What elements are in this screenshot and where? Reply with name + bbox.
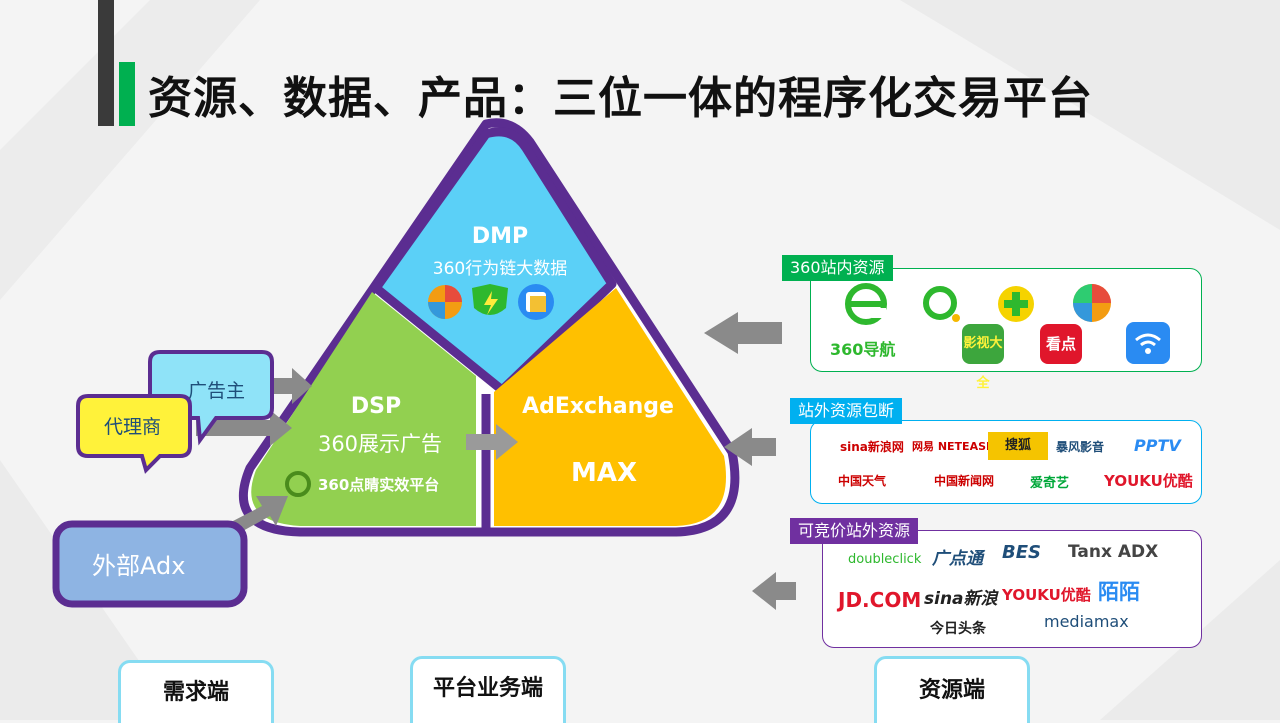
dmp-subtitle: 360行为链大数据 [432, 259, 568, 279]
logo-toutiao: 今日头条 [930, 621, 986, 637]
search-o-icon [918, 282, 964, 326]
advertiser-label: 广告主 [188, 380, 246, 402]
logo-baofeng: 暴风影音 [1056, 440, 1105, 454]
res-bid-tag: 可竞价站外资源 [790, 518, 919, 544]
browser-360-icon [1068, 280, 1116, 326]
res-in-item-daohang: 360导航 [830, 340, 896, 359]
logo-youku: YOUKU优酷 [1104, 472, 1193, 490]
page-title: 资源、数据、产品：三位一体的程序化交易平台 [148, 73, 1093, 124]
logo-sohu: 搜狐 [988, 432, 1048, 460]
agency-bubble [76, 394, 192, 474]
adx-section [494, 288, 726, 526]
res-in-tag: 360站内资源 [782, 255, 893, 281]
dianjing-logo-icon [285, 471, 311, 497]
res-in-item-yingshi-label: 影视大全 [963, 336, 1003, 391]
logo-youku-bid: YOUKU优酷 [1002, 586, 1091, 604]
res-in-item-kandian-label: 看点 [1045, 335, 1076, 353]
dmp-label: DMP [471, 224, 529, 249]
res-in-item-yingshi: 影视大全 [962, 324, 1004, 391]
title-accent-bar-green [119, 62, 135, 126]
arrow-res-bid [752, 572, 796, 610]
adx-label: AdExchange [522, 394, 674, 419]
logo-sohu-label: 搜狐 [1004, 438, 1031, 453]
logo-guangdiantong: 广点通 [932, 549, 983, 569]
external-adx-box [52, 520, 248, 608]
bottom-label-platform: 平台业务端 [410, 656, 566, 723]
logo-mediamax: mediamax [1044, 612, 1129, 631]
res-bid-box [822, 530, 1202, 648]
dsp-subtitle: 360展示广告 [317, 432, 443, 456]
external-adx-label: 外部Adx [92, 552, 186, 580]
arrow-agency [196, 410, 292, 446]
logo-sina-bid: sina新浪 [924, 589, 998, 609]
bottom-label-resource: 资源端 [874, 656, 1030, 723]
res-out-tag: 站外资源包断 [790, 398, 903, 424]
arrow-dsp-to-adx [466, 424, 518, 460]
logo-bes: BES [1002, 542, 1041, 563]
res-in-item-kandian: 看点 [1040, 324, 1082, 364]
arrow-advertiser [264, 368, 312, 404]
dsp-label: DSP [350, 394, 402, 419]
safe-guard-icon [992, 282, 1040, 326]
logo-momo: 陌陌 [1098, 580, 1140, 604]
browser-e-icon [842, 282, 890, 326]
logo-doubleclick: doubleclick [848, 552, 922, 567]
arrow-res-out [724, 428, 776, 466]
dsp-section [251, 292, 476, 526]
title-accent-bar-dark [98, 0, 114, 126]
bottom-label-demand: 需求端 [118, 660, 274, 723]
arrow-res-in [704, 312, 782, 354]
wifi-icon [1126, 322, 1170, 364]
logo-jd: JD.COM [838, 588, 922, 612]
logo-weather: 中国天气 [838, 474, 887, 488]
agency-label: 代理商 [104, 416, 162, 438]
adx-max-label: MAX [570, 458, 638, 488]
logo-chinanews: 中国新闻网 [934, 474, 995, 488]
logo-sina: sina新浪网 [840, 440, 904, 454]
logo-tanx: Tanx ADX [1068, 542, 1159, 562]
logo-netease: 网易 NETEASE [912, 440, 994, 453]
logo-iqiyi: 爱奇艺 [1030, 476, 1070, 491]
logo-pptv: PPTV [1134, 436, 1181, 455]
dianjing-brand: 360点睛实效平台 [318, 476, 440, 494]
